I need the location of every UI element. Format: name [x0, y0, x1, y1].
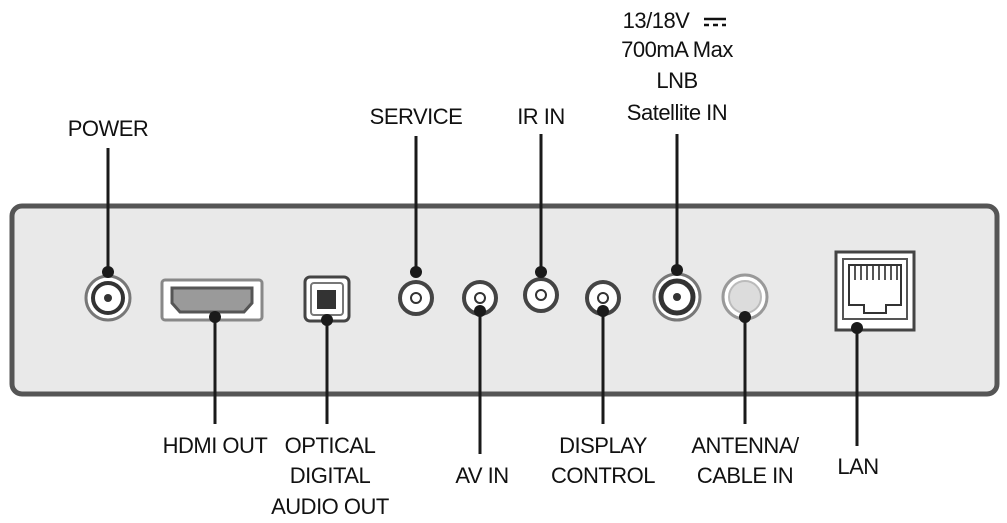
leader-display-control — [597, 305, 609, 424]
rear-panel — [9, 203, 1000, 397]
label-power: POWER — [68, 116, 149, 141]
leader-lnb — [671, 134, 683, 276]
hdmi-port — [160, 278, 264, 322]
label-hdmi-out: HDMI OUT — [163, 433, 268, 458]
label-lnb-current: 700mA Max — [621, 37, 733, 62]
leader-av-in — [474, 305, 486, 454]
label-ir-in: IR IN — [517, 104, 565, 129]
label-optical-2: DIGITAL — [290, 463, 371, 488]
leader-power — [102, 148, 114, 278]
label-antenna: ANTENNA/ — [691, 433, 800, 458]
label-optical-3: AUDIO OUT — [271, 494, 389, 519]
label-display: DISPLAY — [559, 433, 648, 458]
label-cable-in: CABLE IN — [697, 463, 793, 488]
leader-hdmi — [209, 311, 221, 424]
label-lnb: LNB — [656, 68, 697, 93]
label-optical-1: OPTICAL — [285, 433, 376, 458]
lnb-satellite-port — [652, 272, 702, 322]
label-control: CONTROL — [551, 463, 655, 488]
lan-port — [834, 250, 916, 332]
leader-service — [410, 136, 422, 278]
av-in-port — [462, 280, 498, 316]
leader-ir-in — [535, 134, 547, 278]
leader-lan — [851, 322, 863, 446]
service-port — [398, 280, 434, 316]
antenna-cable-port — [721, 273, 769, 321]
leader-antenna — [739, 311, 751, 424]
label-lan: LAN — [837, 454, 878, 479]
label-lnb-voltage: 13/18V — [623, 8, 691, 33]
ir-in-port — [523, 277, 559, 313]
label-lnb-satellite: Satellite IN — [627, 100, 727, 125]
label-service: SERVICE — [370, 104, 463, 129]
leader-optical — [321, 314, 333, 424]
power-port — [84, 274, 132, 322]
dc-voltage-icon — [704, 17, 726, 27]
label-av-in: AV IN — [455, 463, 508, 488]
